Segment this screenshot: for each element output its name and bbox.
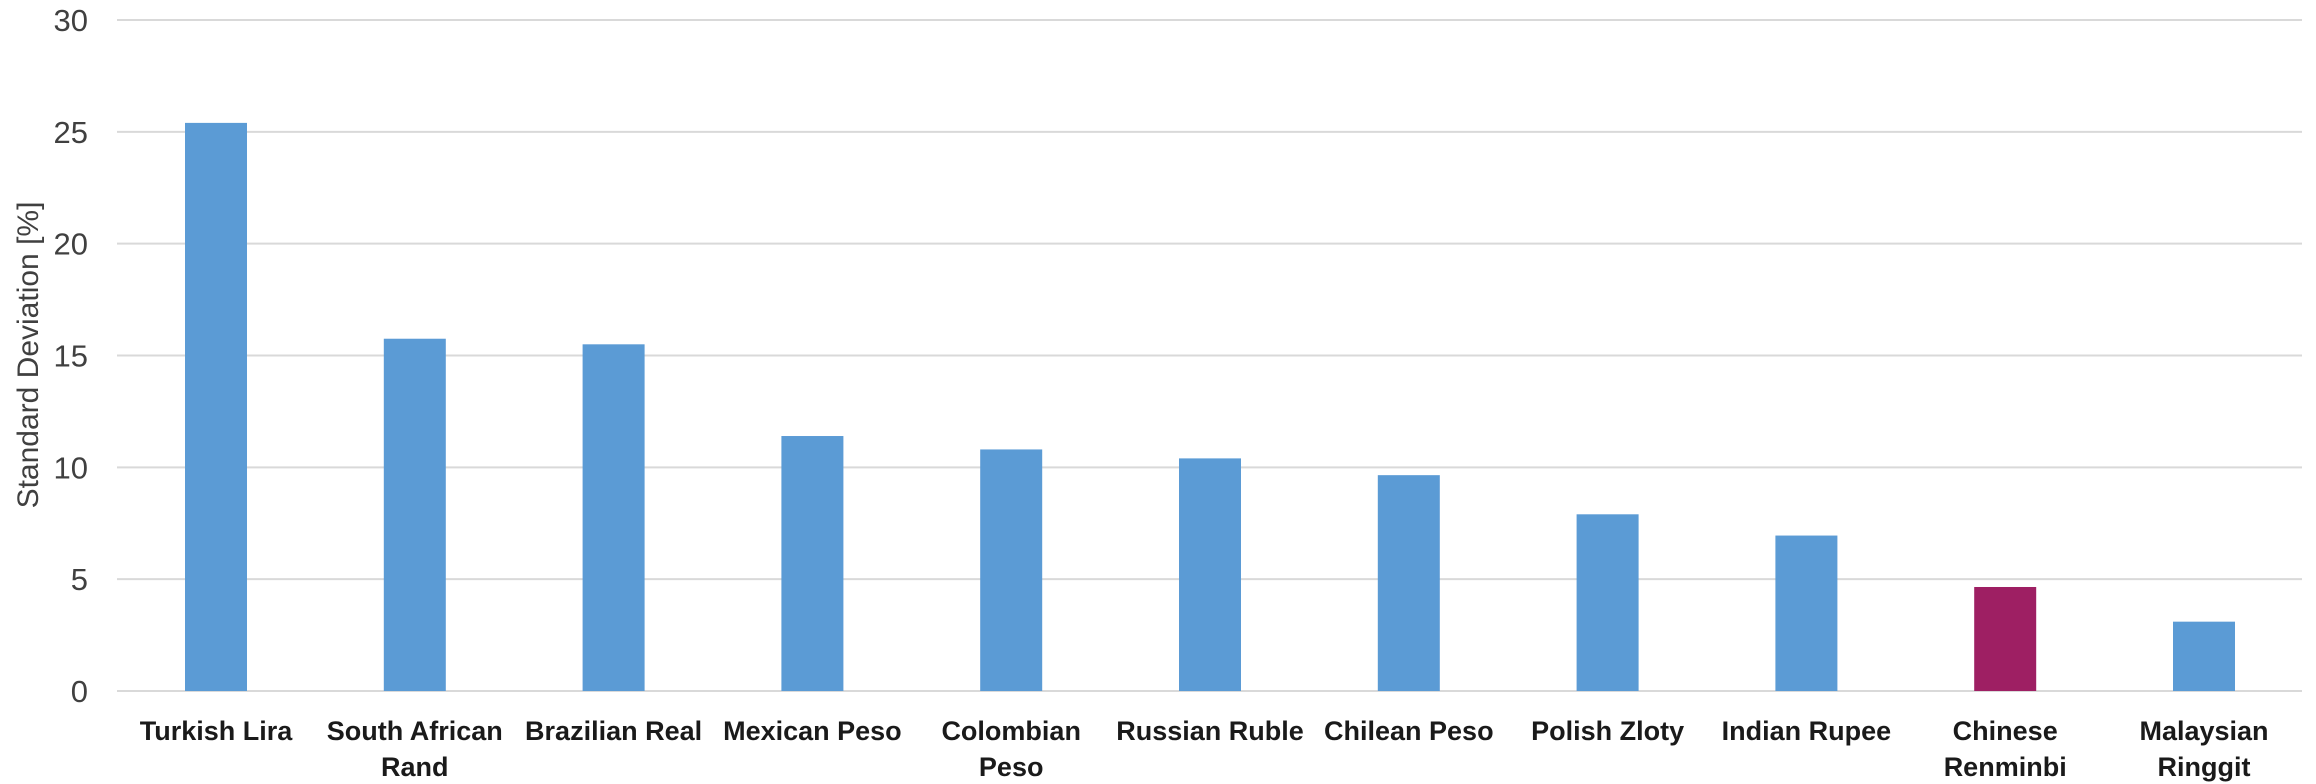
y-tick-label: 0 [71, 674, 88, 709]
x-category-label: Polish Zloty [1531, 716, 1684, 746]
x-category-label: Russian Ruble [1116, 716, 1304, 746]
bar [185, 122, 247, 692]
bar [1775, 535, 1838, 691]
y-tick-label: 5 [71, 562, 88, 597]
x-category-label: Turkish Lira [140, 716, 294, 746]
bar [582, 344, 645, 691]
y-tick-label: 25 [54, 115, 88, 150]
y-tick-label: 20 [54, 227, 88, 262]
bar [1974, 586, 2037, 691]
x-category-label: Chilean Peso [1324, 716, 1494, 746]
bar [383, 338, 446, 691]
x-category-label: Brazilian Real [525, 716, 702, 746]
x-category-label: Mexican Peso [723, 716, 902, 746]
bar [781, 436, 844, 691]
y-tick-label: 30 [54, 3, 88, 38]
y-axis-title: Standard Deviation [%] [12, 202, 45, 509]
bar [1576, 514, 1639, 691]
y-tick-label: 10 [54, 450, 88, 485]
bars [185, 122, 2235, 692]
y-tick-label: 15 [54, 339, 88, 374]
bar [2173, 621, 2235, 691]
y-axis-ticks: 0 5 10 15 20 25 30 [54, 3, 88, 709]
x-category-label: Indian Rupee [1722, 716, 1892, 746]
bar [980, 449, 1043, 691]
bar [1377, 475, 1440, 691]
bar [1179, 458, 1241, 691]
